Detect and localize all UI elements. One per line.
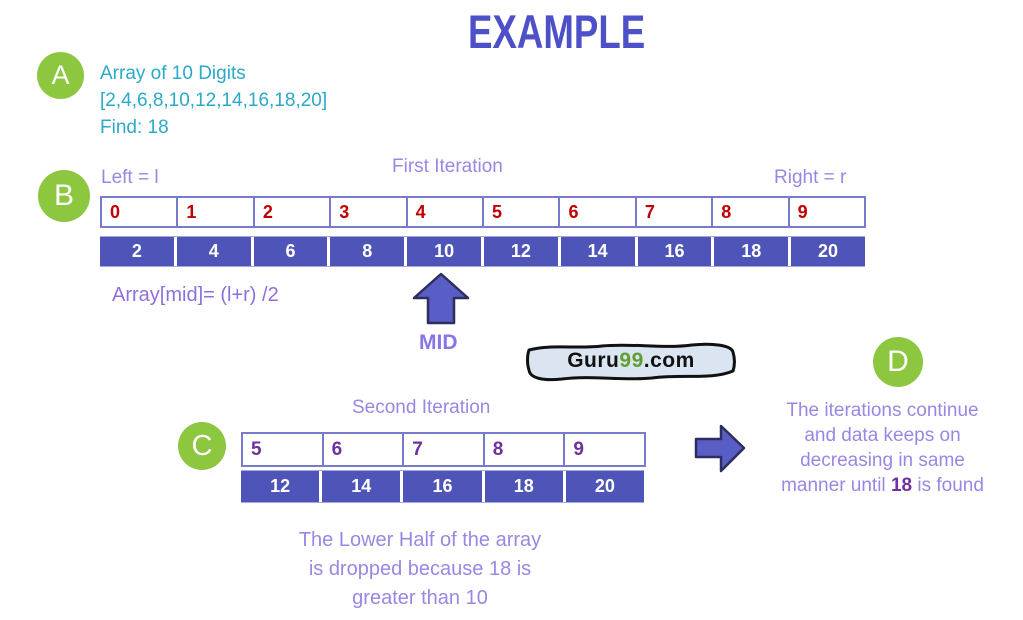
mid-up-arrow-icon [412, 272, 470, 325]
value-cell: 18 [484, 471, 563, 502]
index-cell: 2 [252, 198, 329, 226]
problem-line-1: Array of 10 Digits [100, 63, 246, 84]
value-cell: 10 [407, 237, 481, 266]
value-cell: 12 [483, 237, 558, 266]
guru99-logo: Guru99.com [522, 340, 740, 384]
value-cell: 4 [176, 237, 251, 266]
value-cell: 14 [560, 237, 635, 266]
value-cell: 16 [637, 237, 712, 266]
caption-d-line-4: manner until 18 is found [745, 473, 1020, 498]
index-cell: 8 [482, 434, 564, 465]
index-cell: 1 [176, 198, 252, 226]
value-cell: 20 [791, 237, 865, 266]
second-iteration-value-row: 12 14 16 18 20 [241, 470, 645, 503]
caption-d-line-4-pre: manner until [781, 475, 891, 496]
problem-statement: Array of 10 Digits [2,4,6,8,10,12,14,16,… [100, 60, 327, 141]
caption-c-line-1: The Lower Half of the array [298, 529, 542, 551]
index-cell: 0 [110, 201, 121, 222]
caption-d-line-2: and data keeps on [804, 425, 961, 446]
badge-d: D [873, 337, 923, 387]
second-iteration-title: Second Iteration [352, 397, 491, 418]
value-cell: 16 [403, 471, 482, 502]
value-cell: 8 [330, 237, 405, 266]
value-cell: 14 [322, 471, 401, 502]
caption-c-line-2: is dropped because 18 is [308, 558, 532, 580]
lower-half-dropped-caption: The Lower Half of the array is dropped b… [270, 526, 570, 613]
logo-part-com: .com [643, 349, 695, 373]
first-iteration-value-row: 2 4 6 8 10 12 14 16 18 20 [100, 236, 865, 267]
index-cell: 6 [558, 198, 634, 226]
value-cell: 12 [241, 471, 320, 502]
index-cell: 6 [321, 434, 403, 465]
badge-b: B [38, 170, 90, 222]
caption-d-line-3: decreasing in same [800, 450, 965, 471]
caption-c-line-3: greater than 10 [352, 587, 488, 609]
problem-line-3: Find: 18 [100, 117, 169, 138]
logo-part-guru: Guru [567, 349, 620, 373]
index-cell: 8 [711, 198, 787, 226]
badge-c: C [178, 422, 226, 470]
caption-d-line-1: The iterations continue [786, 400, 979, 421]
badge-a: A [37, 52, 84, 99]
index-cell: 9 [787, 198, 864, 226]
index-cell: 9 [563, 434, 644, 465]
index-cell: 5 [482, 198, 558, 226]
first-iteration-title: First Iteration [392, 156, 503, 177]
logo-frame-icon [526, 342, 736, 382]
logo-part-99: 99 [619, 349, 644, 373]
value-cell: 2 [100, 237, 174, 266]
caption-d-line-4-post: is found [912, 475, 984, 496]
index-cell: 3 [329, 198, 405, 226]
left-pointer-label: Left = l [101, 167, 159, 188]
value-cell: 20 [565, 471, 645, 502]
index-cell: 5 [251, 438, 262, 460]
index-cell: 7 [402, 434, 483, 465]
right-arrow-icon [694, 424, 746, 473]
right-pointer-label: Right = r [774, 167, 847, 188]
index-cell: 4 [405, 198, 482, 226]
iterations-continue-caption: The iterations continue and data keeps o… [745, 398, 1020, 498]
second-iteration-index-row: 5 6 7 8 9 [241, 432, 646, 467]
problem-line-2: [2,4,6,8,10,12,14,16,18,20] [100, 90, 328, 111]
page-title: EXAMPLE [90, 4, 1023, 59]
value-cell: 18 [714, 237, 789, 266]
mid-formula: Array[mid]= (l+r) /2 [112, 284, 279, 306]
first-iteration-index-row: 0 1 2 3 4 5 6 7 8 9 [100, 196, 866, 228]
caption-d-target-value: 18 [890, 475, 913, 496]
index-cell: 7 [634, 198, 711, 226]
mid-label: MID [419, 331, 458, 354]
logo-text: Guru99.com [522, 349, 740, 373]
value-cell: 6 [253, 237, 328, 266]
page-title-text: EXAMPLE [467, 5, 646, 58]
